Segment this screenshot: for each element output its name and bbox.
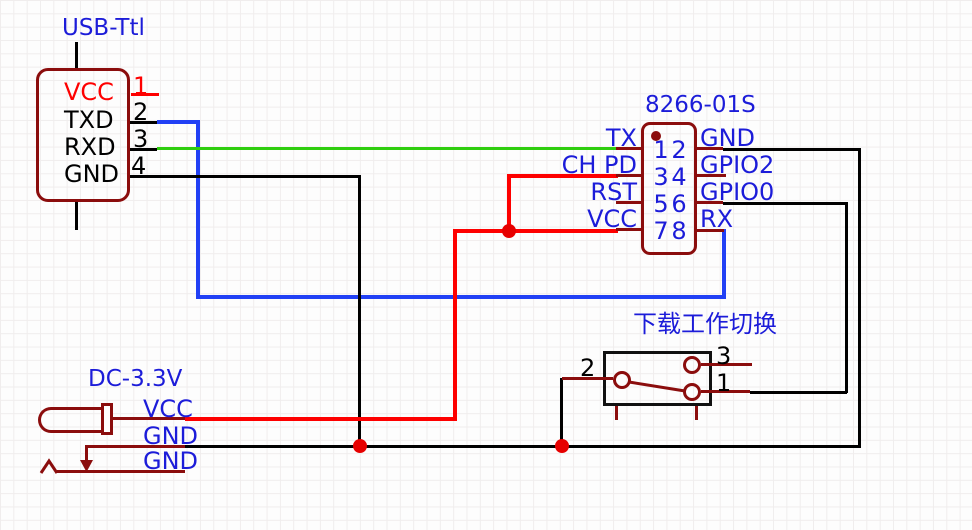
usb-pin-label-gnd: GND: [64, 160, 120, 188]
dc-pin-label-vcc: VCC: [143, 395, 193, 423]
esp-pin-chpd-stub[interactable]: [616, 174, 641, 177]
wire-gnd-esp-seg1[interactable]: [723, 148, 861, 151]
switch-mount-stub-right[interactable]: [695, 406, 698, 420]
dc-jack-lever-caret: [39, 458, 59, 474]
esp-pin1-marker: [651, 131, 661, 141]
switch-title: 下载工作切换: [633, 310, 777, 338]
esp-title: 8266-01S: [645, 92, 756, 118]
usb-ttl-connector-body[interactable]: [36, 68, 130, 202]
switch-pin3-stub[interactable]: [701, 363, 752, 366]
esp-pin-number-3: 3: [653, 163, 669, 191]
switch-pin-number-1: 1: [716, 369, 732, 397]
esp-pin-gnd-stub[interactable]: [697, 147, 723, 150]
esp-pin-label-tx: TX: [605, 124, 637, 152]
junction-dot-gnd-left: [353, 439, 367, 453]
wire-txd-rx-seg4[interactable]: [722, 229, 726, 297]
esp-pin-label-chpd: CH PD: [561, 151, 637, 179]
usb-pin-label-rxd: RXD: [64, 133, 116, 161]
esp-pin-vcc-stub[interactable]: [616, 228, 641, 231]
esp-pin-label-gpio0: GPIO0: [700, 178, 775, 206]
usb-pin-label-vcc: VCC: [64, 78, 114, 106]
esp-pin-number-7: 7: [653, 217, 669, 245]
wire-switch-pin2-gnd[interactable]: [560, 378, 563, 447]
wire-txd-rx-seg1[interactable]: [157, 120, 200, 124]
usb-pin-number-1: 1: [133, 72, 149, 100]
wire-gpio0-seg1[interactable]: [723, 202, 848, 205]
switch-contact-3: [683, 356, 701, 374]
switch-pin2-stub[interactable]: [562, 377, 613, 380]
esp-pin-label-gnd: GND: [700, 124, 756, 152]
esp-pin-rst-stub[interactable]: [616, 201, 641, 204]
dc-jack-title: DC-3.3V: [88, 366, 183, 392]
esp-pin-label-vcc: VCC: [587, 205, 637, 233]
dc-jack-switchpin-stub[interactable]: [57, 470, 185, 473]
esp-pin-label-rst: RST: [590, 178, 637, 206]
switch-pin-number-3: 3: [716, 342, 732, 370]
wire-vcc-chpd-seg1[interactable]: [507, 174, 618, 178]
wire-gnd-esp-seg2[interactable]: [858, 148, 861, 447]
switch-pin1-stub[interactable]: [701, 390, 750, 393]
switch-mount-stub-left[interactable]: [615, 406, 618, 420]
esp-pin-number-4: 4: [671, 163, 687, 191]
usb-top-pin[interactable]: [75, 42, 78, 68]
wire-gnd-usb-seg2[interactable]: [358, 175, 361, 447]
wire-vcc-chpd-seg2[interactable]: [507, 174, 511, 233]
esp-pin-rx-stub[interactable]: [697, 229, 724, 232]
wire-gnd-usb-seg1[interactable]: [157, 175, 360, 178]
wire-txd-rx-seg2[interactable]: [196, 120, 200, 299]
usb-pin-label-txd: TXD: [64, 106, 114, 134]
wire-vcc-esp[interactable]: [455, 229, 618, 233]
esp-pin-label-rx: RX: [700, 205, 734, 233]
wire-rxd-tx[interactable]: [157, 147, 616, 150]
dc-jack-vcc-stub[interactable]: [113, 417, 185, 420]
usb-pin-number-4: 4: [131, 152, 147, 180]
esp-pin-label-gpio2: GPIO2: [700, 151, 775, 179]
junction-dot-vcc: [502, 224, 516, 238]
switch-contact-2: [613, 371, 631, 389]
dc-jack-gnd-drop[interactable]: [85, 445, 88, 462]
usb-pin1-stub[interactable]: [131, 93, 159, 96]
esp-pin-gpio2-stub[interactable]: [697, 174, 726, 177]
esp-pin-number-5: 5: [653, 190, 669, 218]
usb-bottom-pin[interactable]: [75, 202, 78, 230]
esp-pin-number-8: 8: [671, 217, 687, 245]
dc-jack-tip[interactable]: [101, 403, 113, 435]
esp-pin-number-2: 2: [671, 136, 687, 164]
usb-pin4-stub[interactable]: [130, 175, 157, 178]
usb-pin2-stub[interactable]: [130, 121, 157, 124]
wire-gpio0-seg3[interactable]: [750, 391, 847, 394]
switch-contact-1: [683, 383, 701, 401]
wire-vcc-dcjack[interactable]: [185, 417, 457, 421]
usb-title: USB-Ttl: [62, 15, 145, 41]
esp-pin-gpio0-stub[interactable]: [697, 201, 723, 204]
wire-txd-rx-seg3[interactable]: [196, 295, 726, 299]
wire-vcc-down[interactable]: [453, 229, 457, 421]
junction-dot-gnd-right: [555, 439, 569, 453]
usb-pin3-stub[interactable]: [130, 148, 157, 151]
esp-pin-number-6: 6: [671, 190, 687, 218]
switch-pin-number-2: 2: [580, 354, 596, 382]
wire-gnd-rail[interactable]: [185, 445, 861, 448]
dc-pin-label-gnd1: GND: [143, 422, 199, 450]
dc-jack-gnd-stub[interactable]: [85, 445, 185, 448]
esp-module-body[interactable]: [641, 122, 697, 255]
esp-pin-tx-stub[interactable]: [616, 147, 641, 150]
wire-gpio0-seg2[interactable]: [845, 202, 848, 393]
usb-pin-number-3: 3: [133, 125, 149, 153]
usb-pin-number-2: 2: [133, 98, 149, 126]
dc-pin-label-gnd2: GND: [143, 447, 199, 475]
dc-jack-barrel[interactable]: [38, 407, 103, 433]
esp-pin-number-1: 1: [653, 136, 669, 164]
